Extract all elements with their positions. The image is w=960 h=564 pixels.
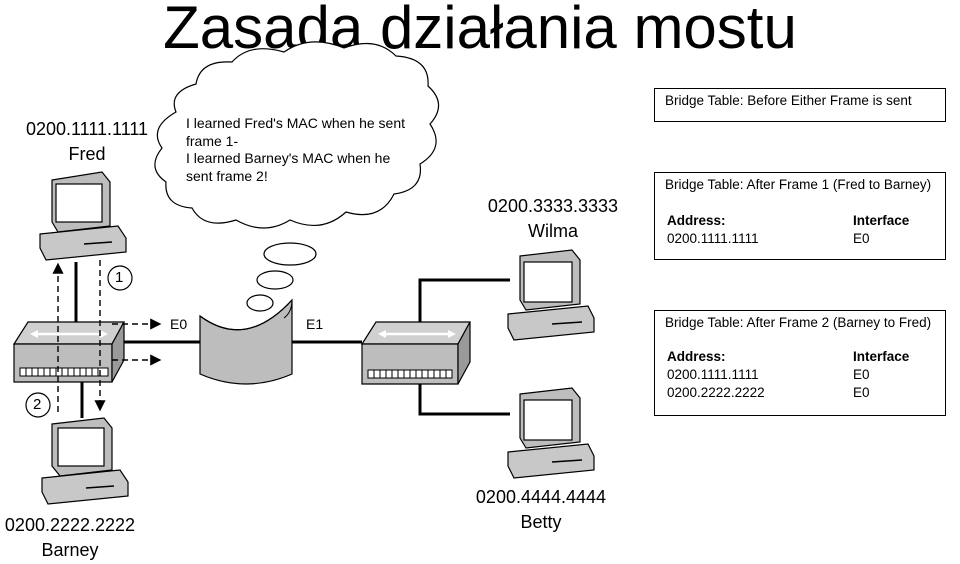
table-row: 0200.1111.1111 E0 — [667, 231, 939, 246]
column-interface: Interface — [853, 213, 910, 228]
table-header-row: Address: Interface — [667, 349, 939, 364]
thought-line: sent frame 2! — [186, 167, 268, 184]
bridge-table-after-frame-2: Bridge Table: After Frame 2 (Barney to F… — [654, 310, 946, 416]
table-title: Bridge Table: After Frame 1 (Fred to Bar… — [665, 177, 932, 192]
step-1-marker — [107, 265, 133, 291]
betty-name-label: Betty — [520, 512, 562, 532]
network-cables — [74, 262, 510, 418]
fred-computer-icon — [39, 171, 127, 261]
wilma-name-label: Wilma — [528, 221, 578, 241]
betty-mac-label: 0200.4444.4444 — [475, 487, 607, 507]
thought-line: I learned Fred's MAC when he sent — [186, 115, 406, 131]
barney-mac-label: 0200.2222.2222 — [4, 515, 136, 535]
thought-line: I learned Barney's MAC when he — [186, 150, 391, 166]
row-interface: E0 — [853, 367, 870, 382]
frame-flow-arrows — [52, 260, 162, 412]
row-address: 0200.1111.1111 — [667, 367, 759, 382]
barney-name-label: Barney — [41, 540, 99, 560]
row-address: 0200.1111.1111 — [667, 231, 759, 246]
table-row: 0200.2222.2222 E0 — [667, 385, 939, 400]
row-interface: E0 — [853, 231, 870, 246]
port-e0-label: E0 — [170, 316, 188, 332]
column-address: Address: — [667, 213, 726, 228]
wilma-mac-label: 0200.3333.3333 — [487, 196, 619, 216]
wilma-computer-icon — [507, 249, 595, 341]
thought-line: frame 1- — [186, 132, 239, 149]
table-header-row: Address: Interface — [667, 213, 939, 228]
fred-mac-label: 0200.1111.1111 — [25, 119, 149, 139]
barney-computer-icon — [41, 417, 129, 505]
row-interface: E0 — [853, 385, 870, 400]
thought-cloud — [154, 41, 440, 312]
bridge-table-before: Bridge Table: Before Either Frame is sen… — [654, 88, 946, 122]
port-e1-label: E1 — [306, 316, 324, 332]
row-address: 0200.2222.2222 — [667, 385, 765, 400]
step-2-marker — [25, 392, 51, 418]
thought-text: I learned Fred's MAC when he sent frame … — [186, 115, 426, 185]
bridge-table-after-frame-1: Bridge Table: After Frame 1 (Fred to Bar… — [654, 172, 946, 260]
right-hub-icon — [360, 321, 472, 385]
table-row: 0200.1111.1111 E0 — [667, 367, 939, 382]
column-address: Address: — [667, 349, 726, 364]
fred-name-label: Fred — [68, 144, 106, 164]
left-hub-icon — [12, 321, 126, 383]
betty-computer-icon — [507, 387, 595, 479]
bridge-icon — [199, 298, 293, 385]
step-2-label: 2 — [33, 396, 42, 413]
table-title: Bridge Table: After Frame 2 (Barney to F… — [665, 315, 932, 330]
table-title: Bridge Table: Before Either Frame is sen… — [665, 93, 912, 108]
step-1-label: 1 — [115, 269, 124, 286]
column-interface: Interface — [853, 349, 910, 364]
